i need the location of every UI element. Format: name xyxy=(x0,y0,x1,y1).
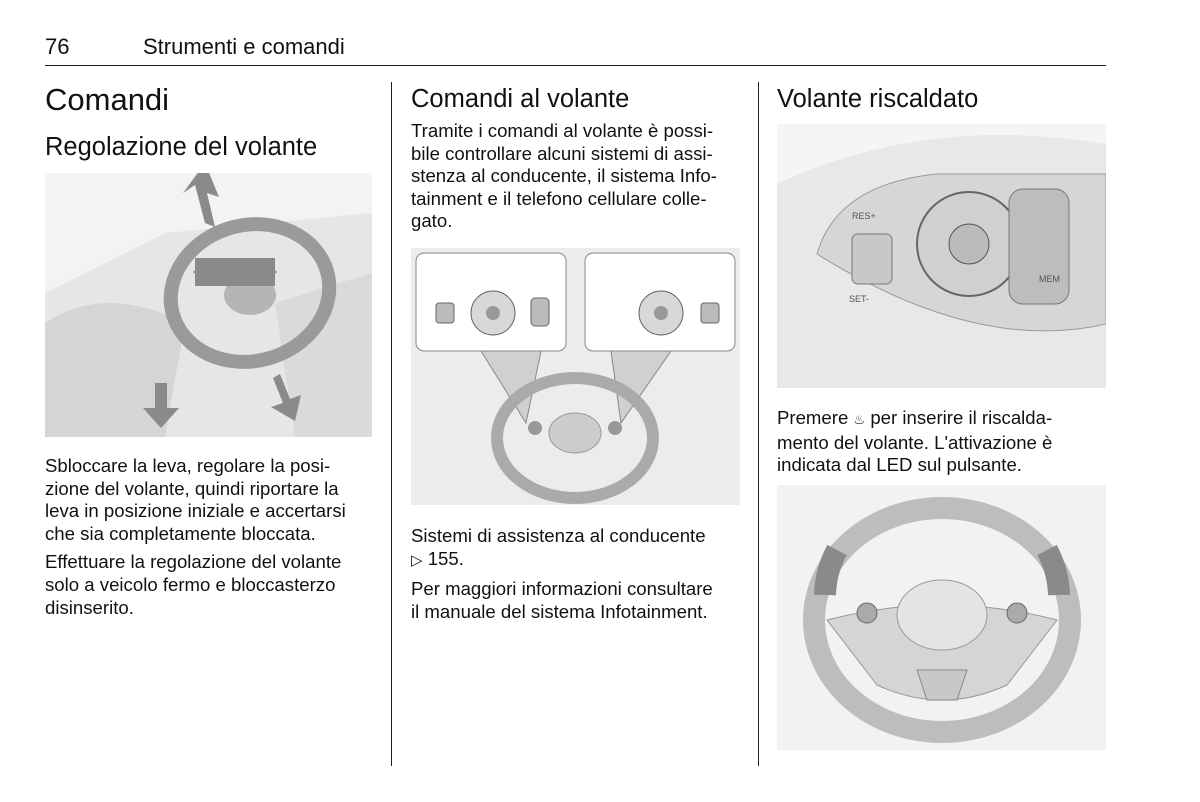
section-heading: Regolazione del volante xyxy=(45,133,318,161)
paragraph-line: disinserito. xyxy=(45,596,134,618)
paragraph-line: Effettuare la regolazione del volante xyxy=(45,551,342,573)
paragraph-line: Per maggiori informazioni consultare xyxy=(411,578,713,600)
paragraph-line: zione del volante, quindi riportare la xyxy=(45,477,339,499)
svg-text:MEM: MEM xyxy=(1039,274,1060,284)
steering-wheel-figure xyxy=(777,485,1106,750)
heated-wheel-icon: ♨ xyxy=(853,412,866,427)
reference-arrow-icon: ▷ xyxy=(411,551,423,569)
paragraph-line: leva in posizione iniziale e accertarsi xyxy=(45,500,346,522)
page-reference-link[interactable]: ▷ 155. xyxy=(411,548,713,573)
paragraph-line: Sistemi di assistenza al conducente xyxy=(411,525,706,546)
page-number: 76 xyxy=(45,34,70,59)
section-title: Strumenti e comandi xyxy=(143,34,345,59)
reference-page: 155. xyxy=(427,547,464,569)
svg-text:SET-: SET- xyxy=(849,294,869,304)
chapter-title: Comandi xyxy=(45,82,170,117)
paragraph-line: stenza al conducente, il sistema Info- xyxy=(411,165,717,187)
steering-wheel-controls-figure xyxy=(411,248,740,505)
column-divider xyxy=(758,82,759,766)
header-rule xyxy=(45,65,1106,66)
paragraph-line: indicata dal LED sul pulsante. xyxy=(777,454,1022,476)
paragraph-text: Premere xyxy=(777,407,849,428)
paragraph-text: per inserire il riscalda- xyxy=(870,407,1053,428)
paragraph-line: solo a veicolo fermo e bloccasterzo xyxy=(45,573,336,595)
paragraph-line: tainment e il telefono cellulare colle- xyxy=(411,187,707,209)
section-heading: Comandi al volante xyxy=(411,85,630,113)
section-heading: Volante riscaldato xyxy=(777,85,979,113)
paragraph-line: bile controllare alcuni sistemi di assi- xyxy=(411,142,713,164)
column-divider xyxy=(391,82,392,766)
paragraph-line: gato. xyxy=(411,210,453,232)
paragraph-line: Sbloccare la leva, regolare la posi- xyxy=(45,455,331,476)
paragraph-line: Tramite i comandi al volante è possi- xyxy=(411,120,714,141)
paragraph-line: che sia completamente bloccata. xyxy=(45,522,316,544)
paragraph-line: mento del volante. L'attivazione è xyxy=(777,431,1053,453)
steering-wheel-adjustment-figure xyxy=(45,173,372,437)
paragraph-line: il manuale del sistema Infotainment. xyxy=(411,600,708,622)
heated-wheel-button-figure: RES+ SET- MEM xyxy=(777,124,1106,388)
svg-text:RES+: RES+ xyxy=(852,211,876,221)
